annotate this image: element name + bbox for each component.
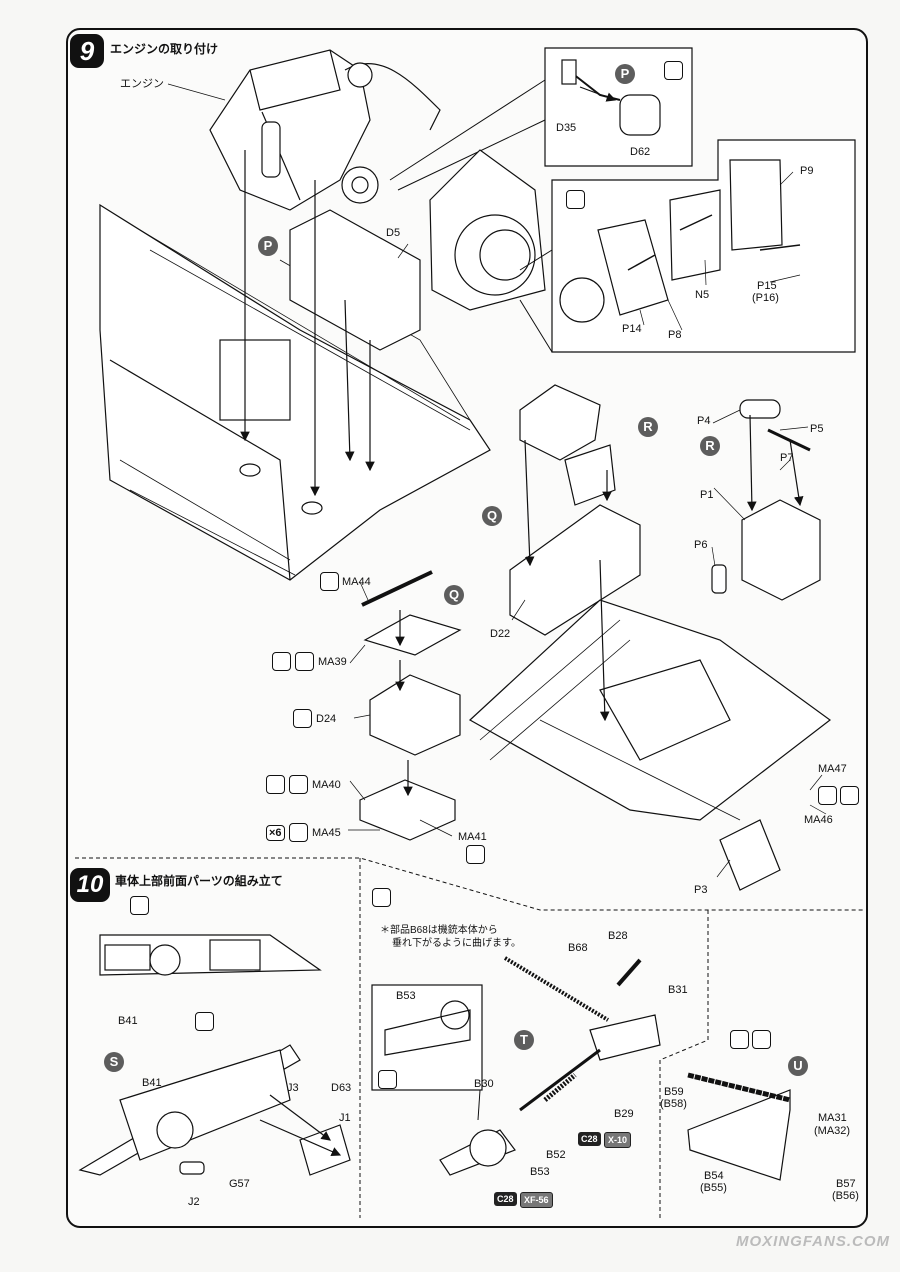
- label-ma41: MA41: [458, 831, 487, 843]
- glue-icon: [378, 1070, 397, 1089]
- label-b41-s: B41: [142, 1077, 162, 1089]
- hull-right: [468, 599, 832, 821]
- label-g57: G57: [229, 1178, 250, 1190]
- paint-icon: [289, 823, 308, 842]
- label-b29: B29: [614, 1108, 634, 1120]
- b41-panel: [99, 934, 322, 976]
- detail-box-p: [389, 47, 693, 191]
- label-b31: B31: [668, 984, 688, 996]
- step-9-title: エンジンの取り付け: [110, 42, 219, 56]
- label-ma40: MA40: [312, 779, 341, 791]
- label-p8: P8: [668, 329, 682, 341]
- step-9-number: 9: [70, 34, 104, 68]
- paint-icon: [289, 775, 308, 794]
- hull-lower: [99, 203, 491, 581]
- lift-icon: [266, 775, 285, 794]
- marker-r: R: [638, 417, 658, 437]
- label-d24: D24: [316, 713, 337, 725]
- label-ma47: MA47: [818, 763, 847, 775]
- label-ma46: MA46: [804, 814, 833, 826]
- direction-icon: [372, 888, 391, 907]
- label-p16: (P16): [752, 292, 779, 304]
- label-b54: B54: [704, 1170, 724, 1182]
- vent-icon: [195, 1012, 214, 1031]
- label-ma44: MA44: [342, 576, 371, 588]
- marker-q-left: Q: [482, 506, 502, 526]
- marker-p-hull: P: [258, 236, 278, 256]
- label-d5: D5: [386, 227, 401, 239]
- label-engine: エンジン: [120, 78, 164, 90]
- label-d22: D22: [490, 628, 511, 640]
- label-d62: D62: [630, 146, 651, 158]
- label-b59: B59: [664, 1086, 684, 1098]
- glue-icon: [566, 190, 585, 209]
- label-n5: N5: [695, 289, 710, 301]
- label-ma32: (MA32): [814, 1125, 851, 1137]
- label-p14: P14: [622, 323, 642, 335]
- label-p4: P4: [697, 415, 711, 427]
- b41-panel-s: [78, 1044, 351, 1176]
- note-b68-line2: 垂れ下がるように曲げます。: [392, 938, 521, 949]
- paint-c28-a: C28: [578, 1132, 601, 1146]
- label-d63: D63: [331, 1082, 352, 1094]
- qty-x6: ×6: [266, 825, 285, 841]
- label-p5: P5: [810, 423, 824, 435]
- label-b41-top: B41: [118, 1015, 138, 1027]
- step-10-title: 車体上部前面パーツの組み立て: [115, 874, 283, 888]
- paint-xf56: XF-56: [520, 1192, 553, 1208]
- label-j3: J3: [287, 1082, 299, 1094]
- label-b53-inset: B53: [396, 990, 416, 1002]
- paint-icon: [752, 1030, 771, 1049]
- paint-icon: [295, 652, 314, 671]
- glue-icon: [664, 61, 683, 80]
- label-p15: P15: [757, 280, 777, 292]
- step-10-number: 10: [70, 868, 110, 902]
- label-b56: (B56): [832, 1190, 859, 1202]
- u-plate: [687, 1072, 791, 1181]
- vent-icon: [130, 896, 149, 915]
- marker-t: T: [514, 1030, 534, 1050]
- marker-s: S: [104, 1052, 124, 1072]
- engine-drawing: [209, 49, 441, 211]
- lift-icon: [840, 786, 859, 805]
- label-b55: (B55): [700, 1182, 727, 1194]
- marker-r-right: R: [700, 436, 720, 456]
- paint-c28-b: C28: [494, 1192, 517, 1206]
- p1-box: [711, 399, 821, 601]
- label-b28: B28: [608, 930, 628, 942]
- label-b52: B52: [546, 1149, 566, 1161]
- paint-icon: [818, 786, 837, 805]
- label-p7: P7: [780, 452, 794, 464]
- label-ma31: MA31: [818, 1112, 847, 1124]
- ma-stack: [359, 570, 462, 841]
- d22-tank: [509, 384, 641, 636]
- note-b68-line1: ＊部品B68は機銃本体から: [380, 925, 498, 936]
- label-j1: J1: [339, 1112, 351, 1124]
- label-p1: P1: [700, 489, 714, 501]
- label-p6: P6: [694, 539, 708, 551]
- label-b58: (B58): [660, 1098, 687, 1110]
- lift-icon: [272, 652, 291, 671]
- paint-icon: [293, 709, 312, 728]
- label-b57: B57: [836, 1178, 856, 1190]
- label-b68: B68: [568, 942, 588, 954]
- paint-icon: [466, 845, 485, 864]
- fan-assembly: [429, 139, 856, 353]
- label-p9: P9: [800, 165, 814, 177]
- glue-icon: [730, 1030, 749, 1049]
- label-d35: D35: [556, 122, 577, 134]
- label-ma39: MA39: [318, 656, 347, 668]
- label-j2: J2: [188, 1196, 200, 1208]
- label-b53: B53: [530, 1166, 550, 1178]
- label-p3: P3: [694, 884, 708, 896]
- marker-u: U: [788, 1056, 808, 1076]
- label-ma45: MA45: [312, 827, 341, 839]
- paint-icon: [320, 572, 339, 591]
- paint-x10: X-10: [604, 1132, 632, 1148]
- label-b30: B30: [474, 1078, 494, 1090]
- watermark: MOXINGFANS.COM: [736, 1233, 891, 1250]
- marker-p-detail: P: [615, 64, 635, 84]
- marker-q: Q: [444, 585, 464, 605]
